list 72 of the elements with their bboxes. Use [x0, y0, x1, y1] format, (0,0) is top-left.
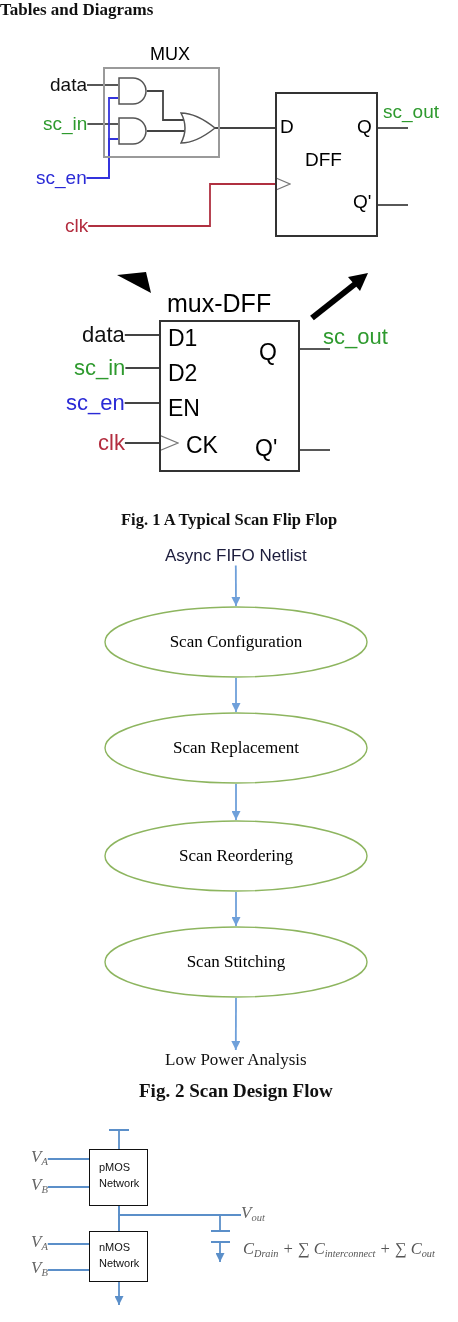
clock-wire — [124, 434, 179, 452]
network-box: nMOS Network — [89, 1231, 148, 1282]
pin-label: D1 — [168, 325, 198, 352]
signal-name: sc_out — [323, 324, 388, 349]
voltage-label: V$_{A}$ — [31, 1147, 48, 1167]
clock-wire — [87, 177, 291, 227]
or-gate — [180, 112, 216, 144]
block-title: MUX — [150, 44, 190, 65]
arrow — [231, 783, 241, 821]
capacitance-formula: C$_{Drain}$ + ∑ C$_{interconnect}$ + ∑ C$_{out}$ — [243, 1240, 435, 1259]
signal-name: sc_en — [36, 167, 87, 189]
and-gate — [118, 117, 148, 145]
signal-name: clk — [65, 215, 89, 237]
wire — [299, 449, 331, 451]
wire — [86, 84, 119, 86]
flow-label: Async FIFO Netlist — [165, 546, 307, 566]
wire — [46, 1243, 90, 1245]
wire — [219, 1214, 242, 1231]
wire — [214, 127, 276, 129]
voltage-label: V$_{B}$ — [31, 1258, 48, 1278]
signal-name: sc_in — [74, 355, 126, 381]
wire — [146, 90, 185, 121]
voltage-label: V$_{B}$ — [31, 1175, 48, 1195]
pin-label: Q — [357, 116, 372, 138]
signal-name: sc_in — [43, 113, 88, 135]
signal-name: sc_en — [66, 390, 125, 416]
voltage-label: V$_{A}$ — [31, 1232, 48, 1252]
pin-label: Q — [259, 339, 277, 366]
pin-label: Q' — [353, 191, 372, 213]
signal-name: clk — [98, 430, 125, 456]
block-title: mux-DFF — [167, 289, 272, 318]
wire — [123, 402, 160, 404]
flow-label: Low Power Analysis — [165, 1050, 307, 1070]
figure-caption: Fig. 2 Scan Design Flow — [139, 1080, 333, 1102]
process-ellipse: Scan Configuration — [104, 606, 368, 678]
wire — [124, 367, 160, 369]
arrow — [231, 677, 241, 713]
wire — [123, 334, 160, 336]
pin-label: EN — [168, 395, 200, 422]
voltage-label: V$_{out}$ — [241, 1203, 265, 1223]
network-box: pMOS Network — [89, 1149, 148, 1206]
process-ellipse: Scan Replacement — [104, 712, 368, 784]
arrow — [231, 564, 241, 607]
arrow — [215, 1242, 225, 1263]
wire — [85, 138, 119, 179]
wire — [299, 348, 331, 350]
wire — [46, 1186, 90, 1188]
process-ellipse: Scan Reordering — [104, 820, 368, 892]
capacitor-symbol — [211, 1230, 230, 1243]
process-ellipse: Scan Stitching — [104, 926, 368, 998]
pin-label: D — [280, 116, 294, 138]
signal-name: sc_out — [383, 101, 439, 128]
signal-name: data — [50, 74, 87, 96]
pin-label: CK — [186, 432, 218, 459]
page-heading: Tables and Diagrams — [0, 0, 154, 20]
arrow — [231, 997, 241, 1051]
arrow — [114, 1281, 124, 1306]
flip-flop-box — [275, 92, 378, 237]
wire — [86, 123, 119, 125]
wire — [377, 204, 409, 206]
block-label: DFF — [305, 149, 342, 171]
pin-label: D2 — [168, 360, 198, 387]
wire — [46, 1269, 90, 1271]
supply-line — [108, 1129, 130, 1150]
pin-label: Q' — [255, 435, 278, 462]
wire — [377, 127, 409, 129]
wire — [146, 130, 185, 132]
figure-caption: Fig. 1 A Typical Scan Flip Flop — [121, 511, 338, 530]
wire — [46, 1158, 90, 1160]
arrow — [231, 891, 241, 927]
signal-name: data — [82, 322, 125, 348]
and-gate — [118, 77, 148, 105]
